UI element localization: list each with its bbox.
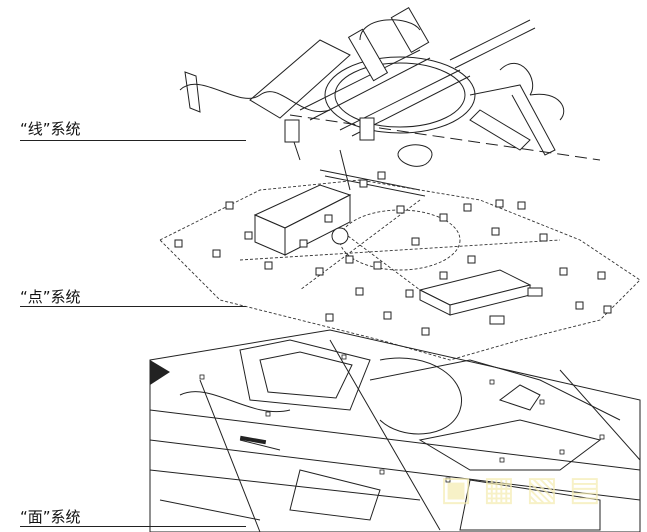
point-system-label: “点”系统 — [20, 288, 81, 306]
surface-system-label: “面”系统 — [20, 508, 81, 526]
line-system-label: “线”系统 — [20, 120, 81, 138]
watermark: ▣ ▦ ▧ ▤ — [440, 469, 601, 509]
point-system-underline — [20, 306, 246, 307]
point-system-layer — [159, 171, 641, 361]
line-system-underline — [20, 140, 246, 141]
surface-system-layer — [149, 329, 641, 532]
surface-system-underline — [20, 526, 246, 527]
line-system-layer — [179, 6, 601, 197]
